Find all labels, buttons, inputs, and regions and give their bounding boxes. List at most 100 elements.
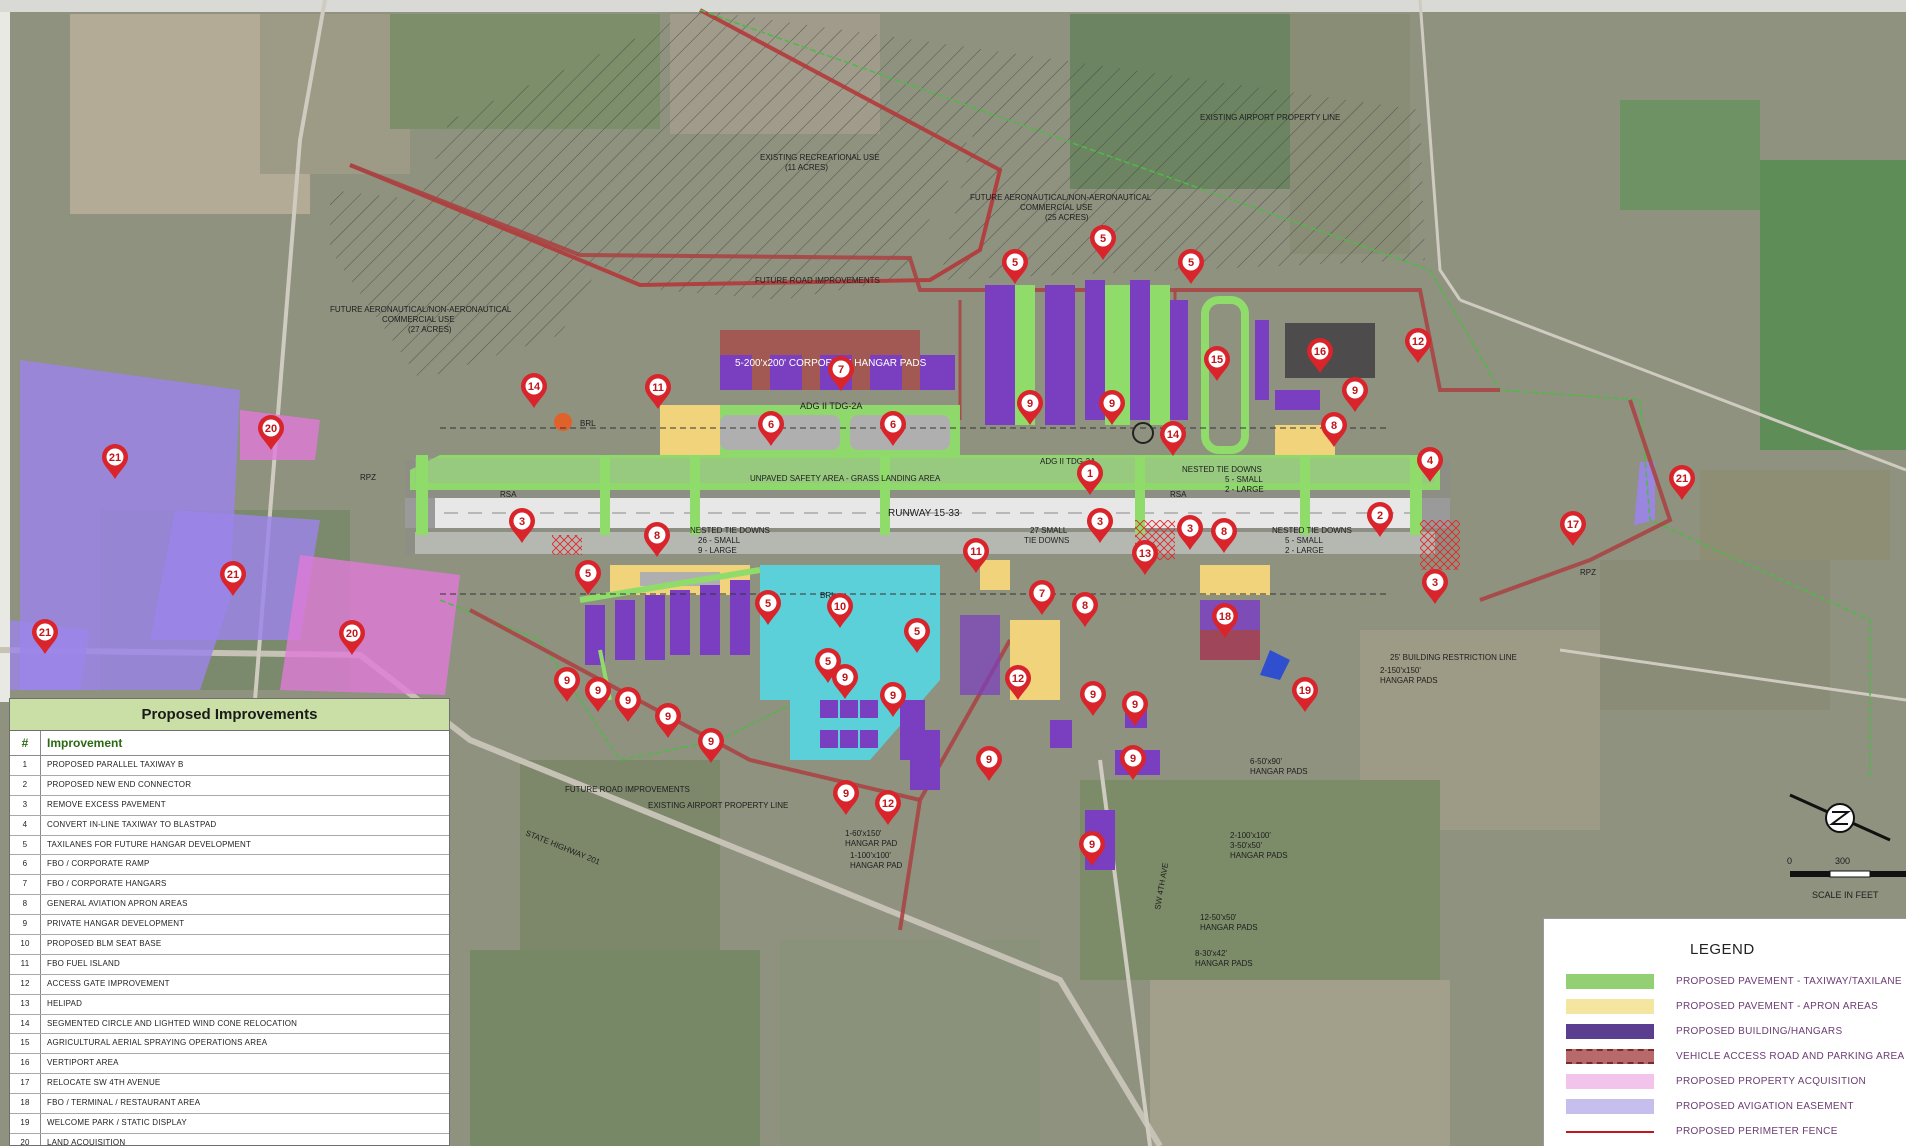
row-number: 18 [10, 1094, 41, 1114]
legend-swatch [1566, 1099, 1654, 1114]
map-pin-9: 9 [1017, 390, 1043, 425]
pin-number: 5 [585, 568, 591, 580]
legend-title: LEGEND [1690, 941, 1755, 958]
label-adg-left: ADG II TDG-2A [800, 401, 862, 411]
pin-number: 9 [1089, 839, 1095, 851]
map-pin-14: 14 [521, 373, 547, 408]
pin-number: 9 [625, 695, 631, 707]
pin-number: 3 [1432, 577, 1438, 589]
map-pin-9: 9 [1099, 390, 1125, 425]
pin-number: 8 [1221, 526, 1227, 538]
row-improvement: CONVERT IN-LINE TAXIWAY TO BLASTPAD [47, 819, 217, 829]
table-row: 2 PROPOSED NEW END CONNECTOR [10, 775, 449, 796]
pin-number: 14 [528, 381, 541, 393]
pin-number: 9 [843, 788, 849, 800]
pin-number: 18 [1219, 611, 1231, 623]
map-pin-8: 8 [1211, 518, 1237, 553]
map-pin-8: 8 [644, 522, 670, 557]
row-improvement: TAXILANES FOR FUTURE HANGAR DEVELOPMENT [47, 839, 252, 849]
map-pin-11: 11 [645, 374, 671, 409]
map-pin-3: 3 [1177, 515, 1203, 550]
legend-label: PROPOSED PAVEMENT - TAXIWAY/TAXILANE [1676, 976, 1902, 987]
map-pin-3: 3 [1422, 569, 1448, 604]
label-nested-right-small: 5 - SMALL [1285, 536, 1323, 545]
map-pin-4: 4 [1417, 447, 1443, 482]
pin-number: 16 [1314, 346, 1326, 358]
table-row: 4 CONVERT IN-LINE TAXIWAY TO BLASTPAD [10, 815, 449, 836]
row-number: 17 [10, 1074, 41, 1094]
row-number: 20 [10, 1133, 41, 1145]
row-improvement: PROPOSED BLM SEAT BASE [47, 939, 162, 949]
pin-number: 9 [1090, 689, 1096, 701]
pin-number: 11 [652, 382, 664, 394]
row-improvement: FBO / CORPORATE RAMP [47, 859, 150, 869]
pin-number: 12 [1412, 336, 1424, 348]
legend-label: PROPOSED BUILDING/HANGARS [1676, 1026, 1843, 1037]
row-number: 2 [10, 775, 41, 795]
map-pin-5: 5 [1090, 225, 1116, 260]
map-pin-12: 12 [875, 790, 901, 825]
pin-number: 5 [914, 626, 920, 638]
map-pin-6: 6 [758, 411, 784, 446]
row-number: 6 [10, 855, 41, 875]
legend-item: PROPOSED BUILDING/HANGARS [1566, 1024, 1906, 1040]
map-pin-5: 5 [1178, 249, 1204, 284]
legend-item: VEHICLE ACCESS ROAD AND PARKING AREA [1566, 1049, 1906, 1065]
map-pin-1: 1 [1077, 460, 1103, 495]
label-nested-tie-downs-left: NESTED TIE DOWNS [690, 526, 770, 535]
label-rsa-2: RSA [1170, 490, 1187, 499]
pin-number: 7 [838, 364, 844, 376]
row-improvement: PROPOSED NEW END CONNECTOR [47, 779, 192, 789]
row-number: 9 [10, 915, 41, 935]
label-27-tie-downs: TIE DOWNS [1024, 536, 1069, 545]
row-improvement: GENERAL AVIATION APRON AREAS [47, 899, 188, 909]
row-number: 1 [10, 756, 41, 775]
scale-bar [1790, 870, 1906, 878]
pin-number: 8 [1331, 420, 1337, 432]
row-number: 14 [10, 1014, 41, 1034]
label-brl-2: BRL [820, 591, 836, 600]
scale-zero: 0 [1787, 856, 1792, 866]
map-pin-3: 3 [1087, 508, 1113, 543]
pin-number: 14 [1167, 429, 1180, 441]
pin-number: 9 [890, 690, 896, 702]
legend-item: PROPOSED PAVEMENT - TAXIWAY/TAXILANE [1566, 974, 1906, 990]
pin-number: 3 [519, 516, 525, 528]
map-pin-16: 16 [1307, 338, 1333, 373]
north-arrow-icon [1789, 793, 1891, 842]
label-hangar-50x90-b: HANGAR PADS [1250, 767, 1308, 776]
map-pin-21: 21 [32, 619, 58, 654]
pin-number: 6 [768, 419, 774, 431]
legend-swatch [1566, 999, 1654, 1014]
improvements-header-row: # Improvement [10, 731, 449, 756]
pin-number: 21 [227, 569, 239, 581]
map-pin-21: 21 [1669, 465, 1695, 500]
label-future-aero-right-acres: (25 ACRES) [1045, 213, 1089, 222]
map-pin-7: 7 [1029, 580, 1055, 615]
pin-number: 9 [842, 672, 848, 684]
map-pin-9: 9 [976, 746, 1002, 781]
row-number: 4 [10, 815, 41, 835]
map-pin-11: 11 [963, 538, 989, 573]
label-unpaved-safety-area: UNPAVED SAFETY AREA - GRASS LANDING AREA [750, 474, 941, 483]
map-pin-5: 5 [815, 648, 841, 683]
label-hangar-150: 2-150'x150' [1380, 666, 1421, 675]
pin-number: 5 [1012, 257, 1018, 269]
legend-item: PROPOSED PAVEMENT - APRON AREAS [1566, 999, 1906, 1015]
map-pin-12: 12 [1405, 328, 1431, 363]
pin-number: 8 [1082, 600, 1088, 612]
label-future-road-top: FUTURE ROAD IMPROVEMENTS [755, 276, 880, 285]
map-pin-5: 5 [1002, 249, 1028, 284]
improvements-title: Proposed Improvements [10, 699, 449, 731]
label-future-aero-right: FUTURE AERONAUTICAL/NON-AERONAUTICAL [970, 193, 1152, 202]
